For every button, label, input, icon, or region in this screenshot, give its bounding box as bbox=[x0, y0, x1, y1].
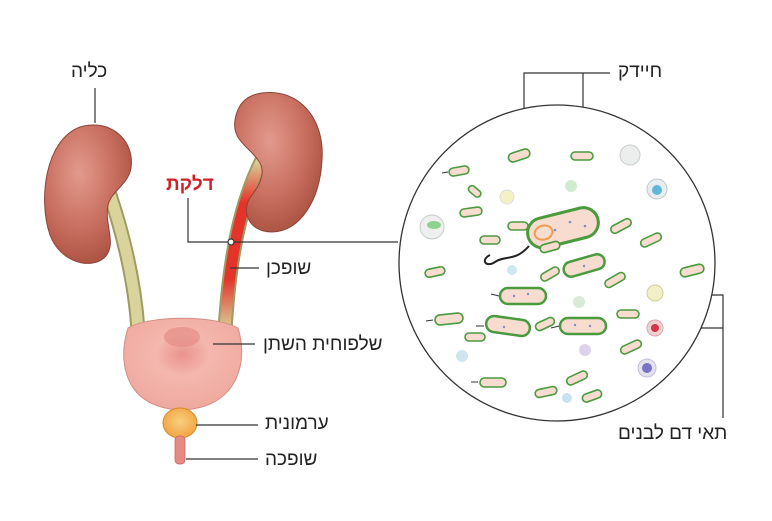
label-prostate: ערמונית bbox=[265, 413, 329, 434]
label-bacteria: חיידק bbox=[618, 61, 663, 82]
label-white-blood-cells: תאי דם לבנים bbox=[618, 423, 728, 444]
label-kidney: כליה bbox=[71, 61, 108, 82]
label-urethra: שופכה bbox=[265, 449, 318, 470]
urethra bbox=[174, 435, 186, 465]
left-kidney bbox=[44, 124, 132, 264]
right-kidney bbox=[234, 92, 323, 233]
bladder bbox=[123, 317, 243, 411]
white-blood-cells bbox=[419, 144, 668, 403]
label-bladder: שלפוחית השתן bbox=[263, 334, 383, 355]
microscope-contents bbox=[419, 144, 705, 403]
label-inflammation: דלקת bbox=[166, 174, 214, 195]
magnified-view bbox=[398, 104, 716, 422]
prostate bbox=[162, 407, 198, 439]
label-ureter: שופכן bbox=[266, 258, 312, 279]
